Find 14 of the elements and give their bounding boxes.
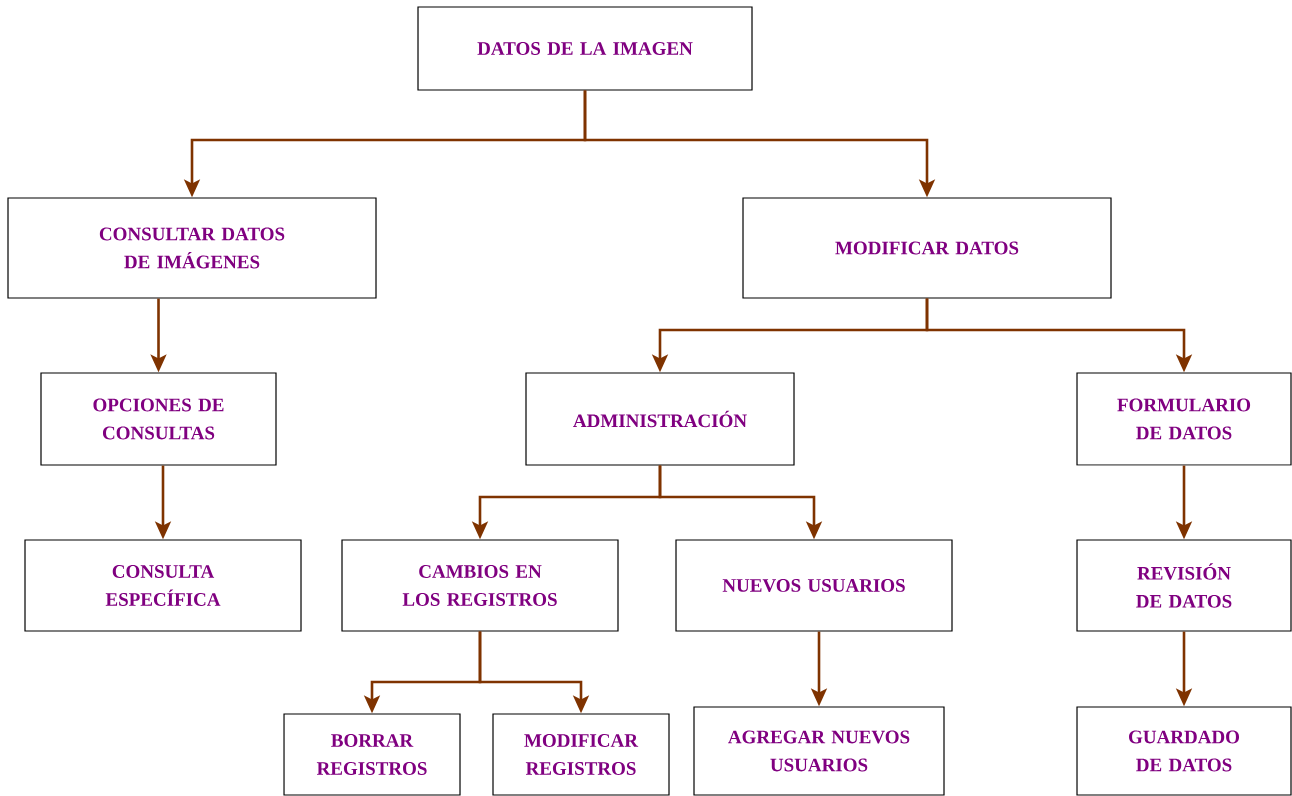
process-box: CONSULTAR DATOS DE IMÁGENES <box>7 197 377 299</box>
process-box: ADMINISTRACIÓN <box>525 372 795 466</box>
process-box: AGREGAR NUEVOS USUARIOS <box>693 706 945 796</box>
process-box: GUARDADO DE DATOS <box>1076 706 1292 796</box>
process-box: REVISIÓN DE DATOS <box>1076 539 1292 632</box>
process-box: DATOS DE LA IMAGEN <box>417 6 753 91</box>
process-box: BORRAR REGISTROS <box>283 713 461 796</box>
process-box: MODIFICAR REGISTROS <box>492 713 670 796</box>
process-box: NUEVOS USUARIOS <box>675 539 953 632</box>
process-box: MODIFICAR DATOS <box>742 197 1112 299</box>
process-box: CONSULTA ESPECÍFICA <box>24 539 302 632</box>
process-box: CAMBIOS EN LOS REGISTROS <box>341 539 619 632</box>
process-box: OPCIONES DE CONSULTAS <box>40 372 277 466</box>
process-box: FORMULARIO DE DATOS <box>1076 372 1292 466</box>
